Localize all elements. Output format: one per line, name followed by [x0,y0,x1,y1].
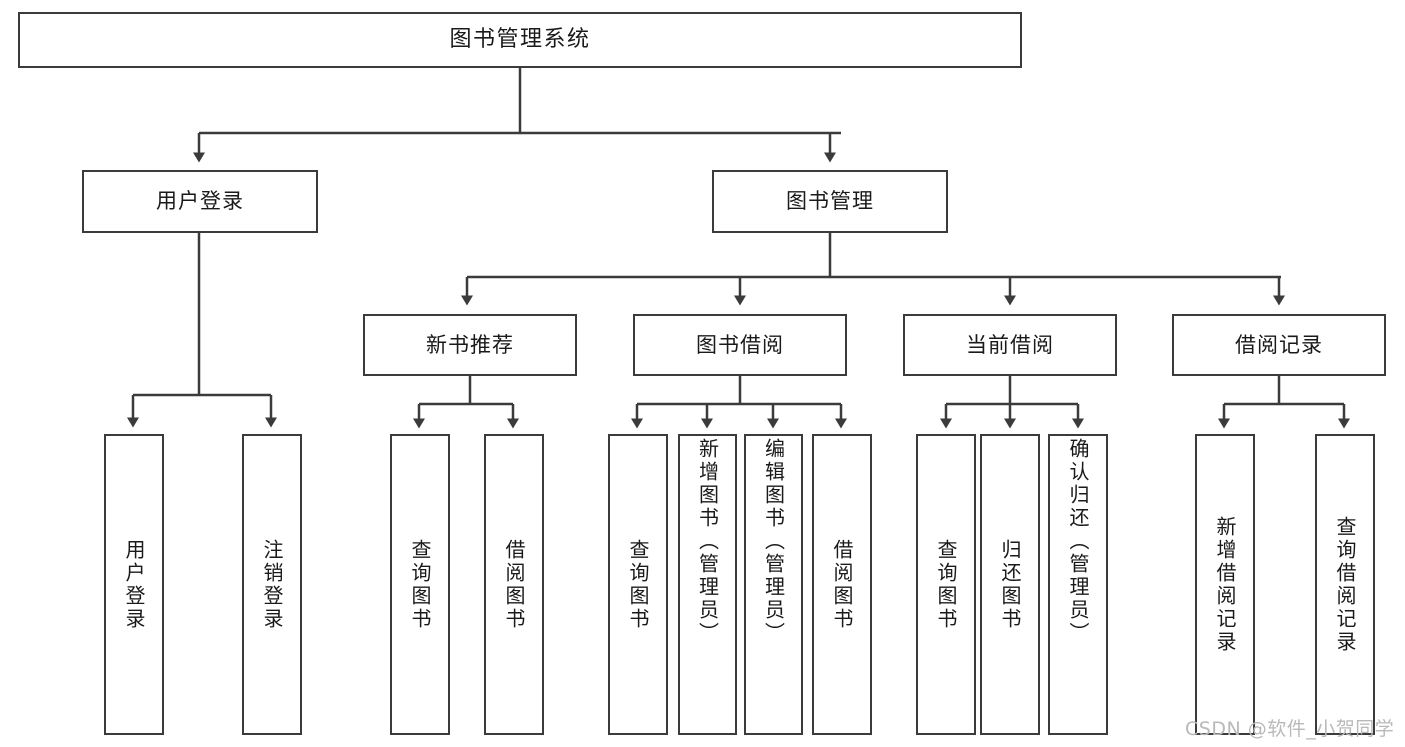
leaf-borrow-record-query[interactable]: 查询借阅记录 [1315,434,1375,735]
node-root[interactable]: 图书管理系统 [18,12,1022,68]
node-book-management-label: 图书管理 [786,189,874,214]
leaf-book-borrow-query[interactable]: 查询图书 [608,434,668,735]
node-root-label: 图书管理系统 [449,27,591,53]
leaf-current-borrow-confirm[interactable]: 确认归还（管理员） [1048,434,1108,735]
node-current-borrow[interactable]: 当前借阅 [903,314,1117,376]
leaf-book-borrow-borrow-label: 借阅图书 [830,538,854,631]
node-new-book-recommend-label: 新书推荐 [426,332,514,357]
leaf-borrow-record-add-label: 新增借阅记录 [1213,515,1237,654]
leaf-new-book-borrow-label: 借阅图书 [502,538,526,631]
leaf-book-borrow-borrow[interactable]: 借阅图书 [812,434,872,735]
leaf-current-borrow-confirm-label: 确认归还（管理员） [1066,438,1090,645]
leaf-new-book-query-label: 查询图书 [408,538,432,631]
leaf-current-borrow-return[interactable]: 归还图书 [980,434,1040,735]
node-user-login[interactable]: 用户登录 [82,170,318,233]
node-user-login-label: 用户登录 [156,189,244,214]
leaf-current-borrow-query-label: 查询图书 [934,538,958,631]
leaf-book-borrow-add[interactable]: 新增图书（管理员） [678,434,737,735]
leaf-current-borrow-return-label: 归还图书 [998,538,1022,631]
leaf-book-borrow-edit-label: 编辑图书（管理员） [761,438,786,645]
node-book-borrow-label: 图书借阅 [696,332,784,357]
leaf-user-login-logout[interactable]: 注销登录 [242,434,302,735]
leaf-borrow-record-query-label: 查询借阅记录 [1333,515,1357,654]
leaf-book-borrow-edit[interactable]: 编辑图书（管理员） [744,434,803,735]
watermark: CSDN @软件_小贺同学 [1185,718,1395,740]
node-new-book-recommend[interactable]: 新书推荐 [363,314,577,376]
node-book-management[interactable]: 图书管理 [712,170,948,233]
leaf-book-borrow-query-label: 查询图书 [626,538,650,631]
node-current-borrow-label: 当前借阅 [966,332,1054,357]
leaf-current-borrow-query[interactable]: 查询图书 [916,434,976,735]
leaf-borrow-record-add[interactable]: 新增借阅记录 [1195,434,1255,735]
leaf-user-login-login-label: 用户登录 [122,538,146,631]
node-borrow-record[interactable]: 借阅记录 [1172,314,1386,376]
node-book-borrow[interactable]: 图书借阅 [633,314,847,376]
leaf-user-login-logout-label: 注销登录 [260,538,284,631]
node-borrow-record-label: 借阅记录 [1235,332,1323,357]
leaf-user-login-login[interactable]: 用户登录 [104,434,164,735]
leaf-new-book-borrow[interactable]: 借阅图书 [484,434,544,735]
leaf-book-borrow-add-label: 新增图书（管理员） [695,438,720,645]
leaf-new-book-query[interactable]: 查询图书 [390,434,450,735]
